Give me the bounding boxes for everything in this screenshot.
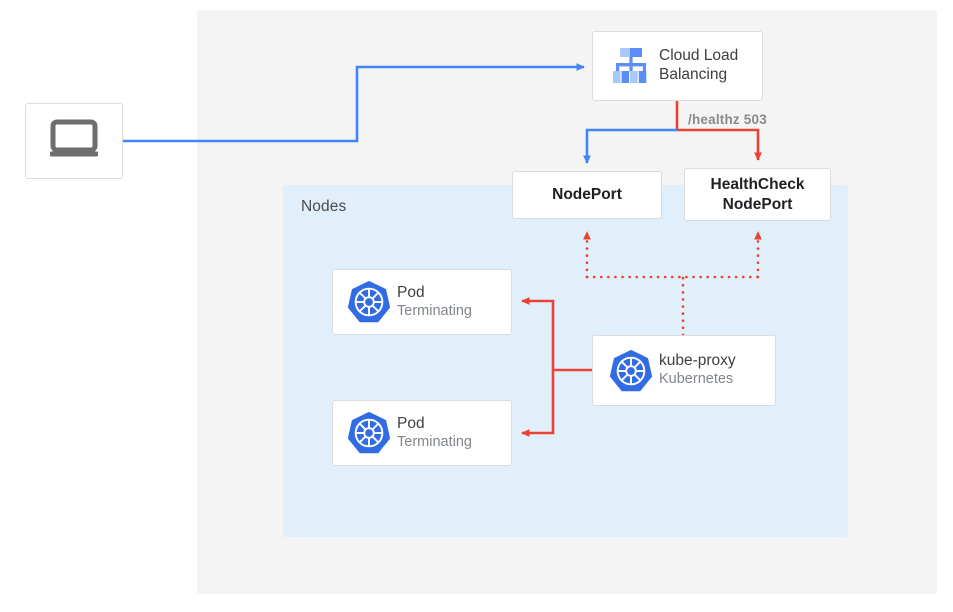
healthcheck-nodeport-label-line-2: NodePort bbox=[722, 195, 793, 213]
healthcheck-nodeport-label: HealthCheck NodePort bbox=[711, 175, 805, 214]
kubernetes-icon bbox=[603, 348, 659, 394]
kube-proxy-label: kube-proxy Kubernetes bbox=[659, 352, 736, 389]
pod-2-title: Pod bbox=[397, 414, 425, 432]
pod-node-2[interactable]: Pod Terminating bbox=[332, 400, 512, 466]
kubernetes-icon bbox=[341, 410, 397, 456]
laptop-icon bbox=[48, 119, 100, 164]
clb-title-line-2: Balancing bbox=[659, 66, 728, 83]
clb-title-line-1: Cloud Load bbox=[659, 47, 739, 65]
nodeport-label: NodePort bbox=[552, 186, 622, 204]
healthcheck-nodeport-node[interactable]: HealthCheck NodePort bbox=[684, 168, 831, 221]
cloud-load-balancing-label: Cloud Load Balancing bbox=[659, 47, 738, 85]
nodeport-node[interactable]: NodePort bbox=[512, 171, 662, 219]
cloud-load-balancing-icon bbox=[603, 46, 659, 86]
client-node[interactable] bbox=[25, 103, 123, 179]
pod-2-status: Terminating bbox=[397, 433, 472, 450]
cloud-load-balancing-node[interactable]: Cloud Load Balancing bbox=[592, 31, 763, 101]
healthz-edge-label: /healthz 503 bbox=[688, 112, 767, 127]
pod-1-title: Pod bbox=[397, 283, 425, 301]
kube-proxy-node[interactable]: kube-proxy Kubernetes bbox=[592, 335, 776, 406]
nodes-region-label: Nodes bbox=[301, 198, 347, 215]
kubernetes-icon bbox=[341, 279, 397, 325]
kube-proxy-subtitle: Kubernetes bbox=[659, 371, 734, 388]
pod-node-1[interactable]: Pod Terminating bbox=[332, 269, 512, 335]
pod-1-label: Pod Terminating bbox=[397, 284, 472, 321]
pod-2-label: Pod Terminating bbox=[397, 415, 472, 452]
kube-proxy-title: kube-proxy bbox=[659, 352, 736, 370]
healthcheck-nodeport-label-line-1: HealthCheck bbox=[710, 176, 805, 194]
pod-1-status: Terminating bbox=[397, 302, 472, 319]
